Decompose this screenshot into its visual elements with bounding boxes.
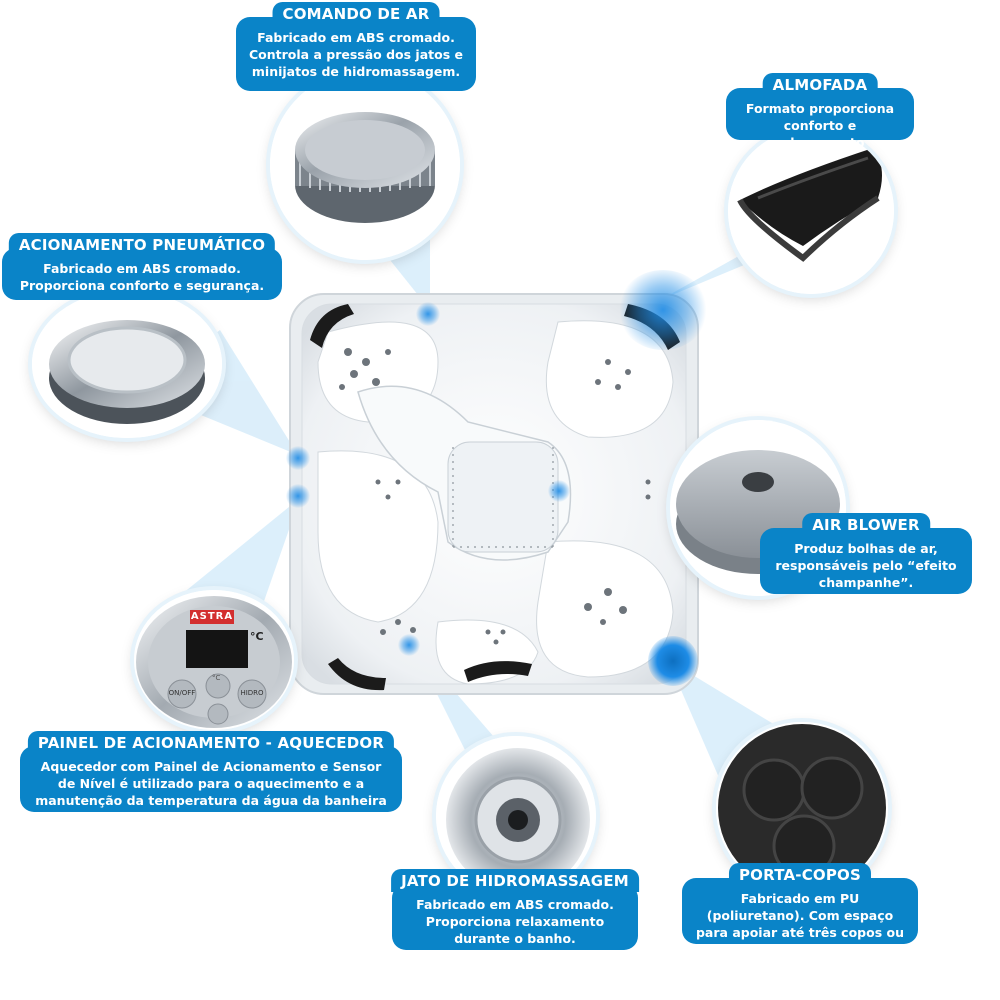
callout-air-blower: AIR BLOWER Produz bolhas de ar, responsá… <box>760 513 972 594</box>
panel-temp-unit: °C <box>250 630 264 643</box>
panel-hidro-button[interactable]: HIDRO <box>240 689 264 697</box>
callout-air-blower-title: AIR BLOWER <box>802 513 930 536</box>
callout-acionamento-pneumatico-desc: Fabricado em ABS cromado. Proporciona co… <box>19 261 265 293</box>
callout-jato-title: JATO DE HIDROMASSAGEM <box>391 869 639 892</box>
marker-porta-copos <box>648 636 698 686</box>
callout-porta-copos-title: PORTA-COPOS <box>728 863 872 886</box>
marker-jato <box>398 634 420 656</box>
panel-onoff-button[interactable]: ON/OFF <box>168 689 196 697</box>
callout-almofada-desc: Formato proporciona conforto e relaxamen… <box>745 101 895 150</box>
callout-painel-desc: Aquecedor com Painel de Acionamento e Se… <box>35 759 387 825</box>
marker-comando-de-ar <box>416 302 440 326</box>
callout-comando-de-ar: COMANDO DE AR Fabricado em ABS cromado. … <box>236 2 476 91</box>
spa-tub <box>289 293 699 695</box>
callout-almofada: ALMOFADA Formato proporciona conforto e … <box>726 73 914 150</box>
almofada-photo <box>728 128 894 294</box>
marker-air-blower <box>548 480 570 502</box>
callout-porta-copos-desc: Fabricado em PU (poliuretano). Com espaç… <box>695 891 904 957</box>
comando-de-ar-photo <box>270 70 460 260</box>
painel-photo: ASTRA °C °C ON/OFF HIDRO <box>134 590 294 730</box>
callout-acionamento-pneumatico: ACIONAMENTO PNEUMÁTICO Fabricado em ABS … <box>2 233 282 300</box>
panel-unit-small: °C <box>212 674 221 682</box>
marker-almofada <box>618 270 708 350</box>
callout-comando-de-ar-title: COMANDO DE AR <box>272 2 440 25</box>
callout-almofada-title: ALMOFADA <box>762 73 878 96</box>
callout-painel-title: PAINEL DE ACIONAMENTO - AQUECEDOR <box>27 731 395 754</box>
callout-jato: JATO DE HIDROMASSAGEM Fabricado em ABS c… <box>391 869 639 950</box>
callout-painel: PAINEL DE ACIONAMENTO - AQUECEDOR Aquece… <box>20 731 402 825</box>
callout-jato-desc: Fabricado em ABS cromado. Proporciona re… <box>416 897 614 946</box>
callout-porta-copos: PORTA-COPOS Fabricado em PU (poliuretano… <box>682 863 918 957</box>
marker-painel <box>286 484 310 508</box>
marker-acionamento <box>286 446 310 470</box>
callout-comando-de-ar-desc: Fabricado em ABS cromado. Controla a pre… <box>249 30 463 79</box>
callout-air-blower-desc: Produz bolhas de ar, responsáveis pelo “… <box>775 541 957 590</box>
callout-acionamento-pneumatico-title: ACIONAMENTO PNEUMÁTICO <box>8 233 276 256</box>
acionamento-pneumatico-photo <box>32 290 222 438</box>
panel-brand: ASTRA <box>190 611 234 622</box>
